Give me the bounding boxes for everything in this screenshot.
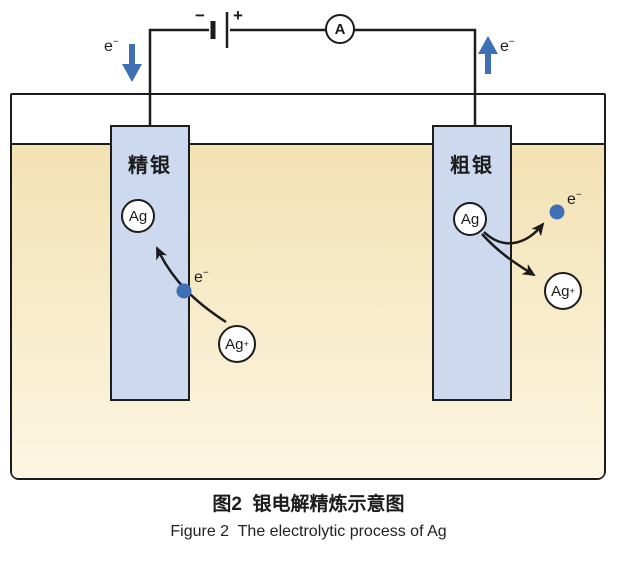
anode-electron-release-arrow: [483, 222, 545, 245]
electron-flow-down-arrowhead-icon: [122, 64, 142, 82]
anode-label: 粗银: [450, 155, 494, 177]
electron-label-right-wire: e−: [500, 36, 515, 55]
electron-dot-left: [176, 283, 192, 299]
silver-atom-anode: Ag: [453, 202, 487, 236]
silver-ion-cathode-side: Ag+: [218, 325, 256, 363]
figure-caption-zh: 图2 银电解精炼示意图: [212, 494, 405, 515]
anode-ion-release-arrow: [481, 233, 536, 277]
electron-label-anode-side: e−: [567, 189, 582, 208]
silver-ion-anode-side: Ag+: [544, 272, 582, 310]
electron-label-left-wire: e−: [104, 36, 119, 55]
figure-caption-en: Figure 2 The electrolytic process of Ag: [170, 523, 447, 540]
cathode-refined-silver: 精银: [110, 125, 190, 401]
silver-atom-cathode: Ag: [121, 199, 155, 233]
battery-plus-label: +: [233, 6, 243, 25]
electron-label-cathode-side: e−: [194, 267, 209, 286]
electron-dot-right: [549, 204, 565, 220]
ammeter: A: [325, 14, 355, 44]
electron-flow-up-arrowhead-icon: [478, 36, 498, 54]
ammeter-label: A: [334, 20, 346, 38]
cathode-label: 精银: [128, 155, 172, 177]
wire-right: [230, 28, 477, 127]
wire-left: [148, 28, 209, 127]
cathode-deposition-arrow: [155, 246, 227, 324]
anode-crude-silver: 粗银: [432, 125, 512, 401]
battery-minus-label: −: [195, 6, 205, 25]
